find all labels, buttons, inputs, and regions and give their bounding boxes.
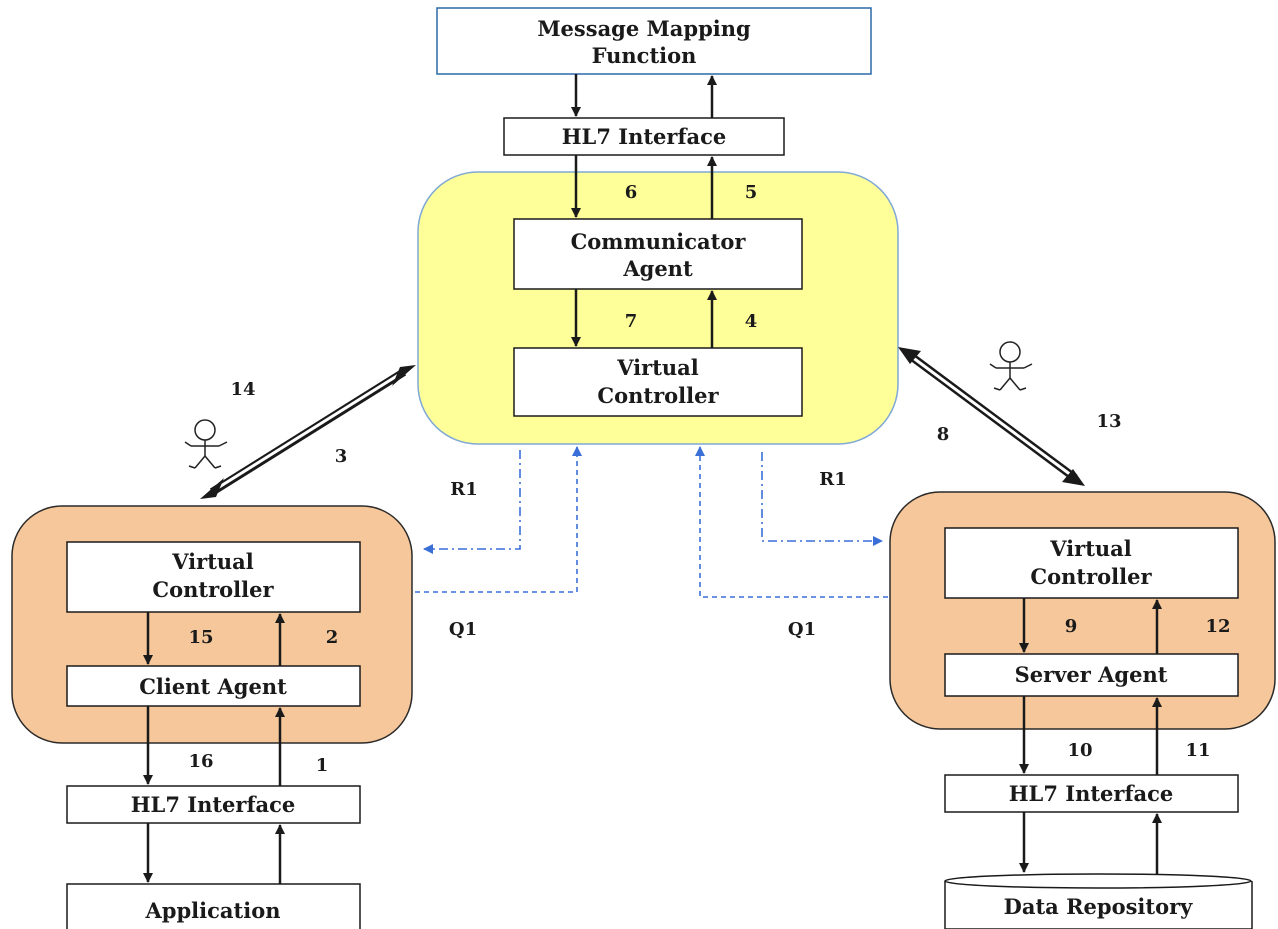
client-agent-box: Client Agent <box>66 665 361 707</box>
hl7-interface-top-box: HL7 Interface <box>503 117 785 156</box>
hl7-interface-right-label: HL7 Interface <box>1009 781 1174 806</box>
virtual-controller-left-label-line2: Controller <box>152 577 274 602</box>
client-agent-label: Client Agent <box>139 674 287 699</box>
step-11-label: 11 <box>1185 740 1210 761</box>
hl7-interface-top-label: HL7 Interface <box>562 124 727 149</box>
communicator-agent-label-line1: Communicator <box>571 229 747 254</box>
step-12-label: 12 <box>1205 616 1230 637</box>
application-box: Application <box>66 883 361 929</box>
q1-right-label: Q1 <box>788 619 816 640</box>
step-13-label: 13 <box>1096 411 1121 432</box>
hl7-interface-right-box: HL7 Interface <box>944 774 1239 813</box>
step-16-label: 16 <box>188 751 213 772</box>
step-10-label: 10 <box>1067 740 1092 761</box>
virtual-controller-right-label-line2: Controller <box>1030 564 1152 589</box>
message-mapping-label-line2: Function <box>592 43 697 68</box>
step-8-label: 8 <box>937 424 950 445</box>
r1-right-label: R1 <box>819 469 846 490</box>
double-arrow-client-communicator <box>200 365 416 499</box>
step-2-label: 2 <box>326 627 339 648</box>
step-6-label: 6 <box>625 182 638 203</box>
link-q1-right <box>695 446 888 598</box>
step-15-label: 15 <box>188 627 213 648</box>
data-repository-label: Data Repository <box>1004 894 1194 919</box>
step-5-label: 5 <box>745 182 758 203</box>
step-14-label: 14 <box>230 379 255 400</box>
hl7-interface-left-label: HL7 Interface <box>131 792 296 817</box>
user-figure-left-icon <box>184 419 228 469</box>
data-repository-cylinder: Data Repository <box>944 873 1253 929</box>
virtual-controller-left-label-line1: Virtual <box>171 549 254 574</box>
step-1-label: 1 <box>316 755 329 776</box>
message-mapping-function-box: Message Mapping Function <box>436 7 872 75</box>
hl7-interface-left-box: HL7 Interface <box>66 785 361 824</box>
message-mapping-label-line1: Message Mapping <box>537 16 751 41</box>
step-4-label: 4 <box>745 311 758 332</box>
virtual-controller-right-box: Virtual Controller <box>944 527 1239 599</box>
virtual-controller-left-box: Virtual Controller <box>66 541 361 613</box>
link-r1-left <box>423 450 521 554</box>
communicator-agent-label-line2: Agent <box>622 256 693 281</box>
virtual-controller-center-label-line2: Controller <box>597 383 719 408</box>
virtual-controller-center-label-line1: Virtual <box>616 355 699 380</box>
step-7-label: 7 <box>625 311 638 332</box>
user-figure-right-icon <box>989 341 1033 391</box>
application-label: Application <box>145 898 281 923</box>
server-agent-box: Server Agent <box>944 653 1239 697</box>
q1-left-label: Q1 <box>449 619 477 640</box>
link-r1-right <box>761 452 883 546</box>
server-agent-label: Server Agent <box>1015 662 1168 687</box>
step-9-label: 9 <box>1065 616 1078 637</box>
step-3-label: 3 <box>335 446 348 467</box>
link-q1-left <box>415 446 582 593</box>
double-arrow-communicator-server <box>898 347 1085 486</box>
virtual-controller-right-label-line1: Virtual <box>1049 536 1132 561</box>
virtual-controller-center-box: Virtual Controller <box>513 347 803 417</box>
r1-left-label: R1 <box>450 479 477 500</box>
communicator-agent-box: Communicator Agent <box>513 218 803 290</box>
